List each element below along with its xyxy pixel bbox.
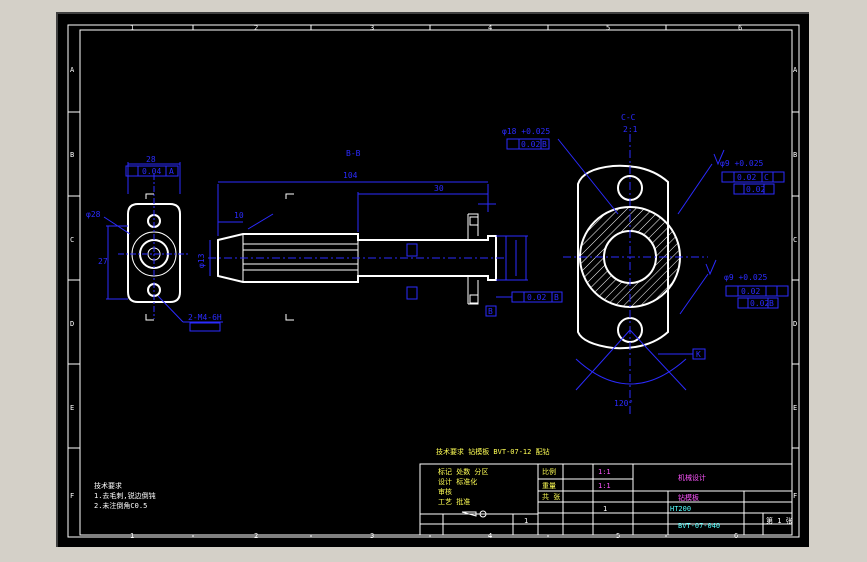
tol-cc-top-ref: B (542, 140, 547, 149)
tol-cc-r3-value: 0.02 (741, 287, 760, 296)
zone-left-b: B (70, 151, 74, 159)
misc-value-2: 1 (524, 517, 528, 525)
tol-cc-r1-value: 0.02 (737, 173, 756, 182)
tech-line-1: 1.去毛刺,锐边倒钝 (94, 491, 156, 500)
dim-104: 104 (343, 171, 358, 180)
company-name: 机械设计 (678, 473, 706, 482)
cc-dim-top: φ18 +0.025 (502, 127, 550, 136)
dim-10: 10 (234, 211, 244, 220)
tol-right-ref: B (554, 293, 559, 302)
drawing-number: BVT-07-040 (678, 522, 720, 530)
zone-right-a: A (793, 66, 798, 74)
rev-row-4: 工艺 批准 (438, 497, 470, 506)
title-block (419, 463, 793, 536)
zone-top-2: 2 (254, 24, 258, 32)
tol-cc-top-value: 0.02 (521, 140, 540, 149)
sheet-count: 1 (603, 505, 607, 513)
zone-ticks (68, 25, 799, 537)
tol-top-left-value: 0.04 (142, 167, 161, 176)
cc-dim-r1: φ9 +0.025 (720, 159, 764, 168)
zone-top-6: 6 (738, 24, 742, 32)
inner-frame (79, 29, 793, 536)
tol-cc-r1-ref: C (764, 173, 769, 182)
dim-30: 30 (434, 184, 444, 193)
tol-top-left-ref: A (169, 167, 174, 176)
tol-right-value: 0.02 (527, 293, 546, 302)
tech-requirements-title: 技术要求 (94, 481, 122, 490)
zone-top-3: 3 (370, 24, 374, 32)
section-cc-view (506, 134, 789, 414)
tol-cc-r3-ref-value: 0.02 (750, 299, 769, 308)
zone-left-f: F (70, 492, 74, 500)
zone-bottom-2: 2 (254, 532, 258, 540)
rev-row-2: 设计 标准化 (438, 477, 477, 486)
cc-dim-r2: φ9 +0.025 (724, 273, 768, 282)
tol-cc-r3-ref: B (769, 299, 774, 308)
zone-top-5: 5 (606, 24, 610, 32)
scale-value: 1:1 (598, 468, 611, 476)
sheet-label: 共 张 (542, 492, 560, 501)
cad-drawing: 1 2 3 4 5 6 1 2 3 4 5 6 A B C D E F A B … (67, 24, 800, 540)
thread-note: 2-M4-6H (188, 313, 222, 322)
tol-cc-r2-value: 0.02 (746, 185, 765, 194)
outer-frame (67, 24, 800, 538)
dim-r28: φ28 (86, 210, 101, 219)
zone-left-e: E (70, 404, 74, 412)
rev-row-1: 标记 处数 分区 (438, 467, 488, 476)
scale-label: 比例 (542, 467, 556, 476)
zone-right-c: C (793, 236, 797, 244)
zone-right-f: F (793, 492, 797, 500)
dim-27: 27 (98, 257, 108, 266)
section-bb-view (208, 181, 563, 317)
section-bb-title: B-B (346, 149, 361, 158)
tech-line-2: 2.未注倒角C0.5 (94, 501, 147, 510)
arc-angle-label: 120° (614, 399, 633, 408)
misc-value-1: 1:1 (598, 482, 611, 490)
zone-bottom-4: 4 (488, 532, 492, 540)
zone-bottom-1: 1 (130, 532, 134, 540)
rev-row-3: 审核 (438, 487, 452, 496)
zone-left-d: D (70, 320, 74, 328)
cad-viewport[interactable]: 1 2 3 4 5 6 1 2 3 4 5 6 A B C D E F A B … (56, 12, 809, 547)
zone-bottom-6: 6 (734, 532, 738, 540)
left-end-view (103, 162, 294, 332)
k-label: K (696, 350, 701, 359)
zone-right-d: D (793, 320, 797, 328)
section-cc-scale: 2:1 (623, 125, 638, 134)
dim-28-width: 28 (146, 155, 156, 164)
sheet-value: 第 1 张 (766, 516, 793, 525)
zone-left-a: A (70, 66, 75, 74)
zone-top-1: 1 (130, 24, 134, 32)
zone-right-b: B (793, 151, 797, 159)
zone-left-c: C (70, 236, 74, 244)
dim-d13: φ13 (197, 253, 206, 268)
material: HT200 (670, 505, 691, 513)
bottom-title-note: 技术要求 钻模板 BVT-07-12 配钻 (436, 447, 550, 456)
zone-right-e: E (793, 404, 797, 412)
datum-b-label: B (488, 307, 493, 316)
section-cc-title: C-C (621, 113, 636, 122)
part-name: 钻模板 (678, 493, 699, 502)
zone-bottom-5: 5 (616, 532, 620, 540)
weight-label: 重量 (542, 482, 556, 490)
zone-bottom-3: 3 (370, 532, 374, 540)
zone-top-4: 4 (488, 24, 492, 32)
